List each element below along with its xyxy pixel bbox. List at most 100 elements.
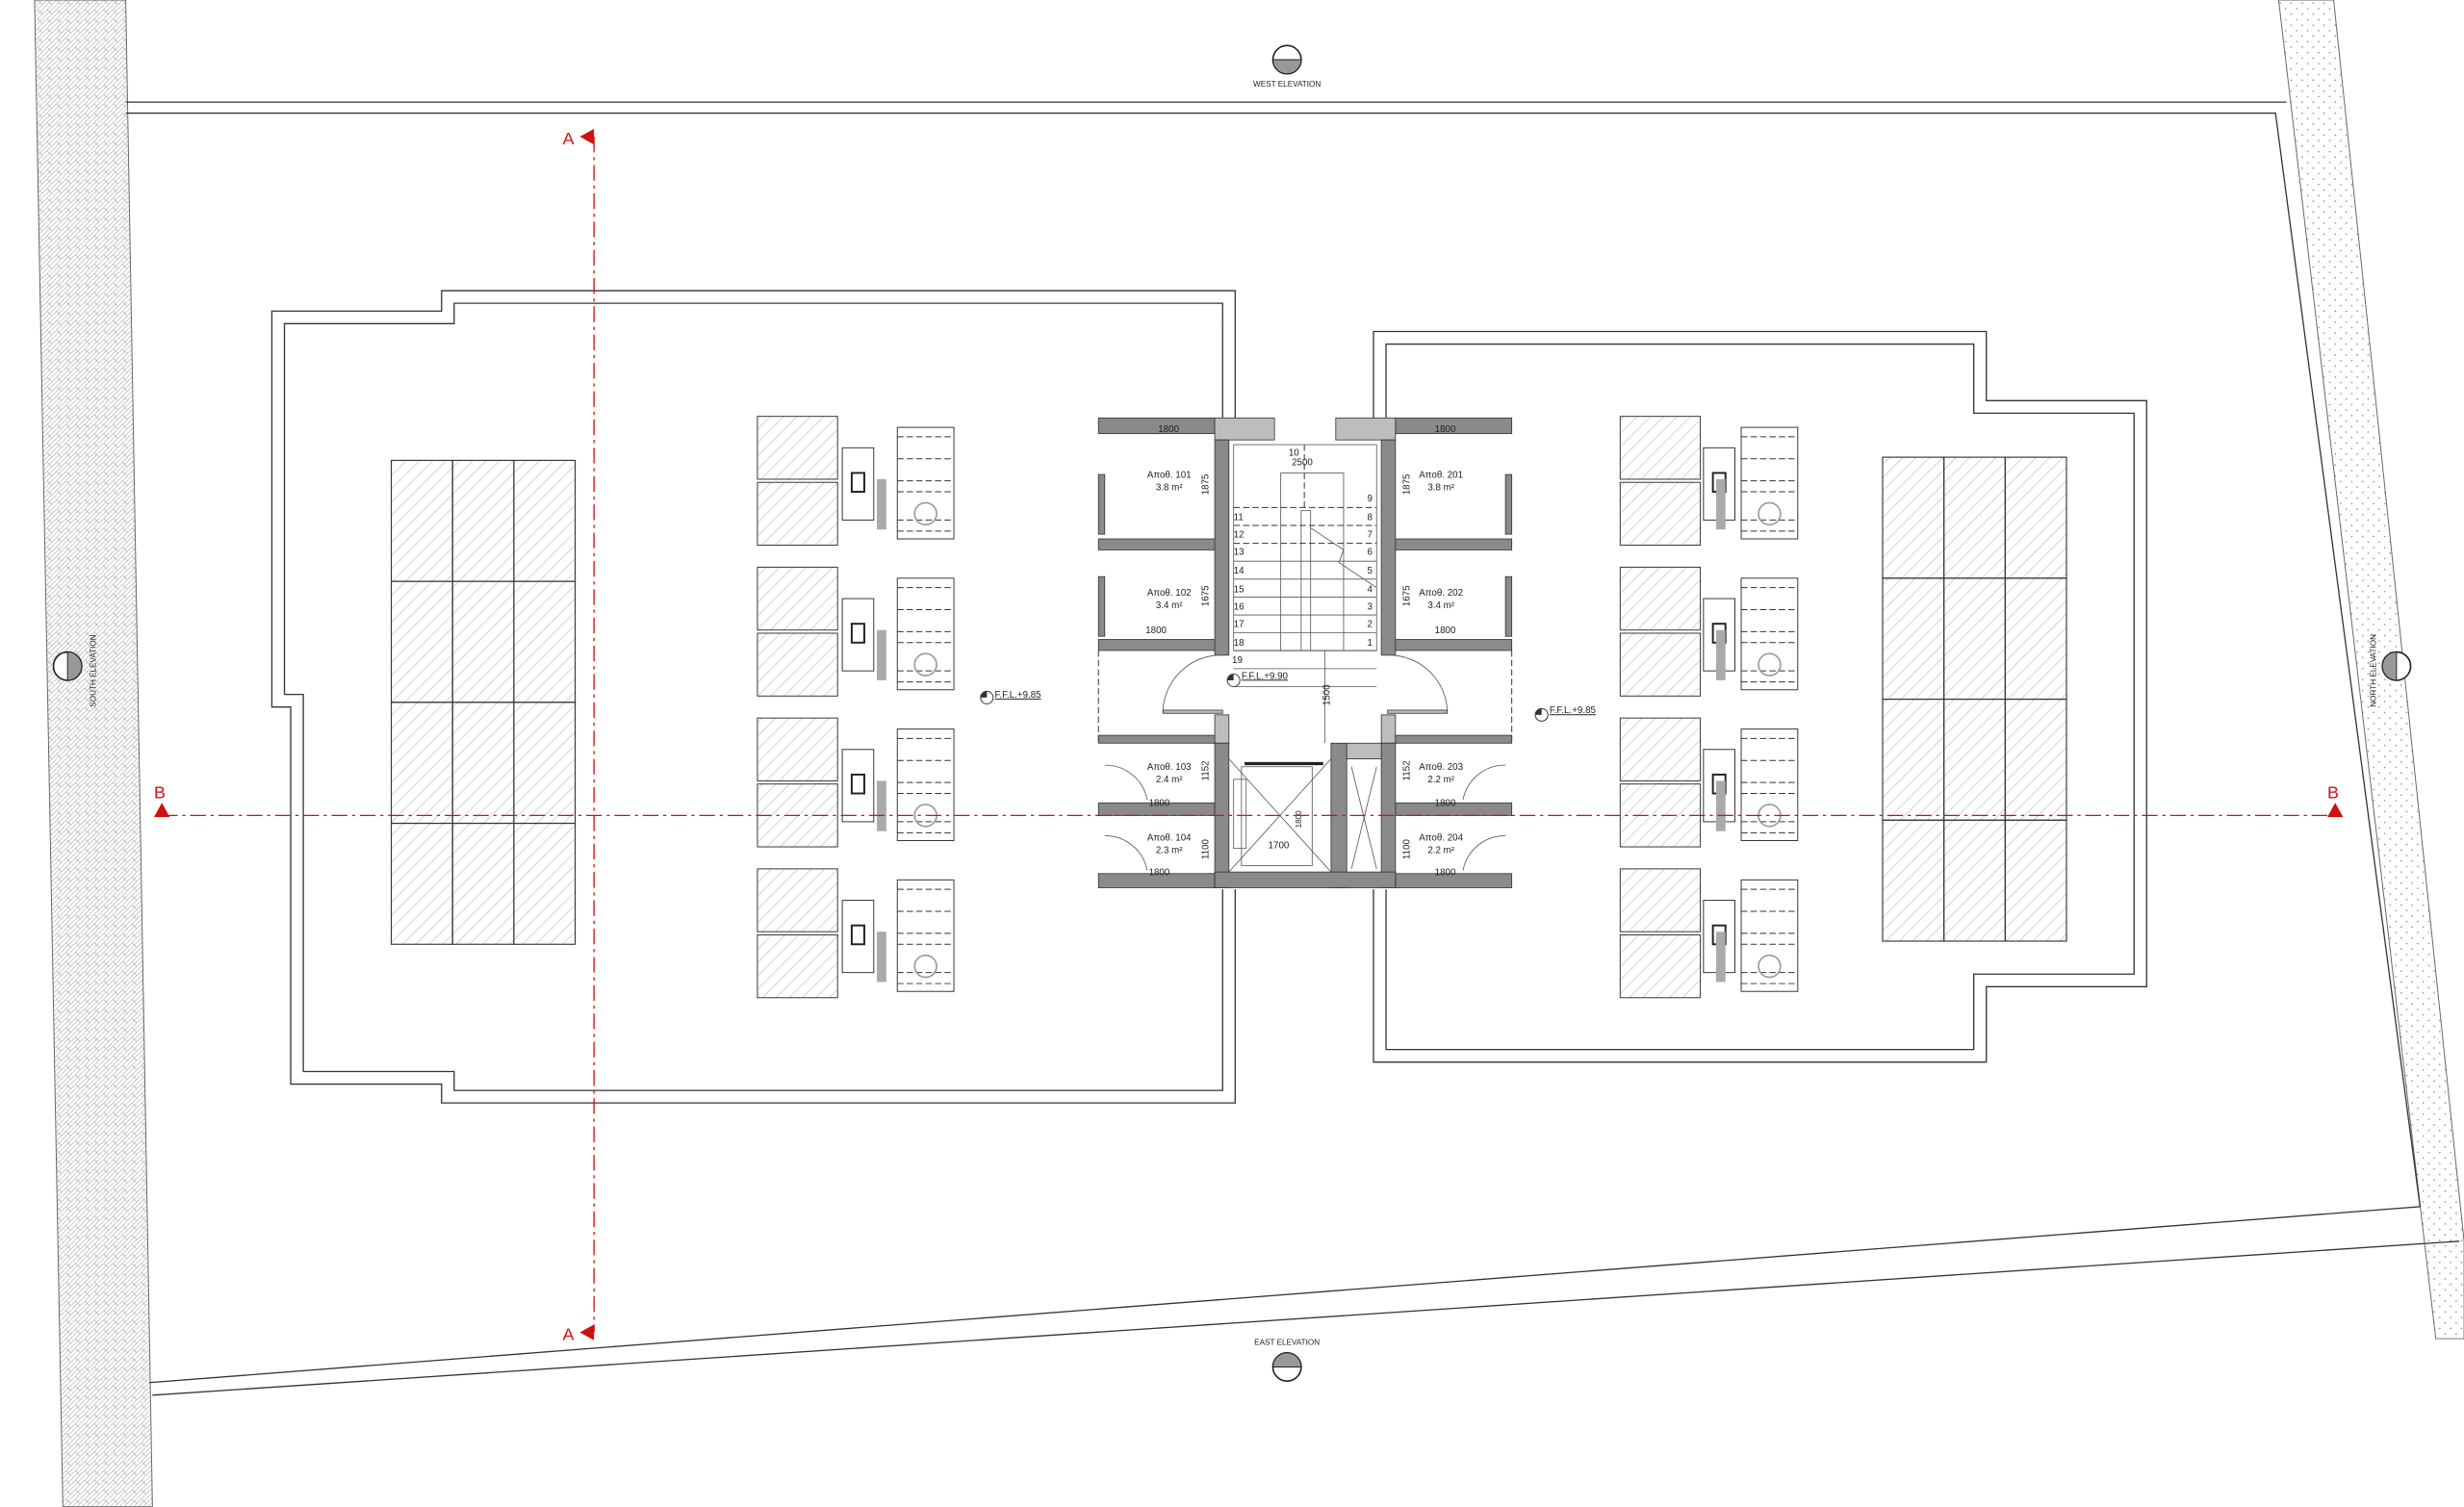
water-tank xyxy=(896,879,955,992)
section-marker-b-right: B xyxy=(2327,782,2344,818)
pump-icon xyxy=(850,472,865,494)
stair-step-number: 18 xyxy=(1234,638,1245,649)
dim-landing: 1500 xyxy=(1322,684,1332,705)
solar-panel xyxy=(1943,698,2006,821)
stair-step-number: 6 xyxy=(1367,547,1373,557)
water-tank xyxy=(1740,577,1799,691)
solar-panel xyxy=(1882,456,1945,579)
elevation-label: SOUTH ELEVATION xyxy=(90,634,98,706)
section-marker-a-bottom: A xyxy=(563,1324,595,1344)
dim-lift-depth: 1800 xyxy=(1295,810,1303,829)
stair-step-number: 15 xyxy=(1234,585,1245,596)
solar-panel xyxy=(390,580,453,703)
ac-condenser xyxy=(757,481,838,547)
pipe-segment xyxy=(1715,932,1726,983)
east-elevation-marker: EAST ELEVATION xyxy=(1254,1339,1320,1382)
room-name: Αποθ. 201 xyxy=(1419,470,1463,480)
dim-room-depth: 1100 xyxy=(1201,838,1212,859)
solar-panel xyxy=(2004,698,2067,821)
pipe-segment xyxy=(877,780,886,831)
stair-step-number: 13 xyxy=(1234,547,1245,557)
south-boundary-strip xyxy=(34,0,153,1507)
dim-room-width: 1800 xyxy=(1435,626,1456,636)
water-tank xyxy=(1740,426,1799,540)
solar-panel xyxy=(451,580,515,703)
room-area: 2.3 m² xyxy=(1156,846,1183,856)
water-tank xyxy=(896,426,955,540)
tank-outlet-icon xyxy=(913,954,937,979)
tank-outlet-icon xyxy=(1758,652,1782,677)
room-area: 3.4 m² xyxy=(1156,600,1183,611)
ac-condenser xyxy=(757,868,838,932)
ac-condenser xyxy=(1619,717,1702,781)
ac-unit-group xyxy=(1619,416,1799,547)
pipe-segment xyxy=(877,629,886,680)
ac-condenser xyxy=(1619,481,1702,547)
room-name: Αποθ. 103 xyxy=(1147,762,1192,773)
pump-icon xyxy=(850,623,865,644)
water-heater xyxy=(841,900,875,974)
ac-units xyxy=(757,416,1799,999)
tank-outlet-icon xyxy=(1758,954,1782,979)
dim-room-width: 1800 xyxy=(1149,799,1170,809)
section-marker-b-left: B xyxy=(154,782,170,818)
water-tank xyxy=(1740,879,1799,992)
north-boundary-strip xyxy=(2277,0,2464,1340)
tank-outlet-icon xyxy=(1758,501,1782,526)
site-boundary xyxy=(125,101,2460,1396)
ac-unit-group xyxy=(1619,566,1799,697)
stair-step-number: 11 xyxy=(1234,512,1244,523)
section-label: B xyxy=(154,782,166,802)
solar-panel xyxy=(390,822,453,945)
pipe-segment xyxy=(877,932,886,983)
north-elevation-marker: NORTH ELEVATION xyxy=(2370,634,2412,707)
water-tank xyxy=(1740,728,1799,841)
solar-panel xyxy=(451,459,515,582)
level-label: F.F.L.+9.85 xyxy=(1550,705,1597,716)
solar-panel xyxy=(1882,819,1945,942)
pipe-segment xyxy=(1715,629,1726,680)
tank-outlet-icon xyxy=(913,501,937,526)
stair-landing-number: 10 xyxy=(1289,447,1299,458)
room-name: Αποθ. 203 xyxy=(1419,762,1463,773)
dim-lift-width: 1700 xyxy=(1269,841,1290,852)
dim-room-depth: 1100 xyxy=(1402,838,1413,859)
right-roof-parapet xyxy=(1385,343,2135,1051)
ac-condenser xyxy=(1619,416,1702,480)
water-tank xyxy=(896,728,955,841)
water-heater xyxy=(1703,900,1735,974)
dim-room-depth: 1675 xyxy=(1201,585,1212,606)
level-marker-core: F.F.L.+9.90 xyxy=(1226,671,1289,687)
stair-core xyxy=(1097,417,1513,890)
solar-panel xyxy=(513,459,577,582)
pump-icon xyxy=(850,924,865,946)
left-roof-parapet xyxy=(283,302,1223,1091)
pump-icon xyxy=(850,773,865,795)
tank-outlet-icon xyxy=(913,652,937,677)
dim-room-depth: 1152 xyxy=(1402,760,1413,780)
room-area: 2.2 m² xyxy=(1427,846,1454,856)
stair-step-number: 12 xyxy=(1234,529,1245,540)
ac-condenser xyxy=(757,566,838,631)
ac-condenser xyxy=(1619,783,1702,848)
elevation-label: NORTH ELEVATION xyxy=(2370,634,2378,707)
dim-room-width: 1800 xyxy=(1435,424,1456,435)
solar-panel-array-left xyxy=(390,459,577,945)
left-roof-outline xyxy=(270,290,1236,1104)
dim-stair-width: 2500 xyxy=(1292,457,1313,468)
stair-step-number: 17 xyxy=(1234,619,1245,629)
solar-panel xyxy=(451,822,515,945)
room-name: Αποθ. 204 xyxy=(1419,832,1463,843)
ac-unit-group xyxy=(757,717,955,848)
level-marker-right-roof: F.F.L.+9.85 xyxy=(1534,705,1597,722)
room-name: Αποθ. 102 xyxy=(1147,588,1192,599)
section-label: B xyxy=(2327,782,2339,802)
dim-room-depth: 1152 xyxy=(1201,760,1212,780)
south-elevation-marker: SOUTH ELEVATION xyxy=(52,634,98,707)
